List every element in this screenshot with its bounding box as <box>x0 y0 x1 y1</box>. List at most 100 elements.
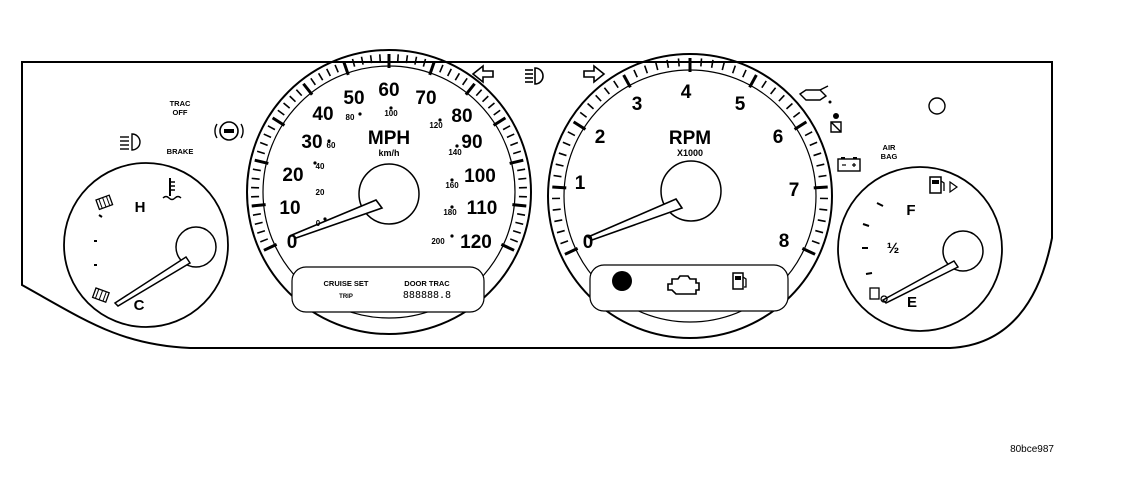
rpm-label-4: 4 <box>681 82 692 103</box>
gauge-tick <box>405 55 409 64</box>
kmh-label-40: 40 <box>316 162 325 171</box>
rpm-label-8: 8 <box>779 231 790 252</box>
mph-label-90: 90 <box>461 132 482 153</box>
kmh-label-0: 0 <box>316 219 321 228</box>
gauge-tick <box>515 221 524 225</box>
gauge-tick <box>560 240 569 245</box>
fuel-pump-icon <box>732 272 747 290</box>
kmh-dot <box>389 106 393 110</box>
fuel-full-icon <box>929 176 959 194</box>
cold-engine-icon <box>91 287 110 304</box>
mph-label-30: 30 <box>301 132 322 153</box>
headlamp-icon <box>120 133 141 151</box>
kmh-dot <box>450 234 454 238</box>
gauge-tick <box>603 87 610 95</box>
gauge-tick <box>325 68 332 77</box>
gauge-tick <box>481 95 489 103</box>
gauge-tick <box>254 158 269 165</box>
gauge-tick <box>254 221 263 225</box>
gauge-tick <box>267 125 276 131</box>
speedometer-hub <box>358 163 420 225</box>
gauge-tick <box>813 185 828 190</box>
kmh-label-80: 80 <box>346 113 355 122</box>
gauge-tick <box>263 243 278 252</box>
oil-pressure-icon <box>798 85 832 104</box>
gauge-tick <box>475 89 483 97</box>
mph-label-20: 20 <box>282 165 303 186</box>
mph-label-60: 60 <box>378 80 399 101</box>
gauge-tick <box>334 64 339 73</box>
gauge-tick <box>792 111 801 118</box>
gauge-tick <box>506 133 515 139</box>
trac-off-label-line2: OFF <box>173 108 188 117</box>
gauge-tick <box>252 168 261 172</box>
gauge-tick <box>493 109 501 116</box>
rpm-label-0: 0 <box>583 232 594 253</box>
odometer-value: 888888.8 <box>403 290 451 301</box>
gauge-tick <box>502 125 511 131</box>
kmh-label-160: 160 <box>445 181 459 190</box>
kmh-label-100: 100 <box>384 109 398 118</box>
gauge-tick <box>509 238 518 243</box>
gauge-tick <box>517 168 526 172</box>
gauge-tick <box>310 77 317 86</box>
air-bag-label-line1: AIR <box>883 143 897 152</box>
gauge-tick <box>731 65 737 74</box>
kmh-label-60: 60 <box>327 141 336 150</box>
gauge-tick <box>259 141 268 147</box>
speedometer-subtitle: km/h <box>378 148 399 158</box>
gauge-tick <box>700 58 703 67</box>
gauge-tick <box>815 229 824 234</box>
left-turn-arrow-icon <box>471 64 494 84</box>
kmh-dot <box>323 217 327 221</box>
gauge-tick <box>464 82 476 96</box>
gauge-tick <box>553 174 562 178</box>
gauge-tick <box>556 229 565 234</box>
cruise-set-label: CRUISE SET <box>323 279 368 288</box>
gauge-tick <box>518 177 527 180</box>
kmh-dot <box>438 118 442 122</box>
seatbelt-icon <box>830 113 842 133</box>
gauge-tick <box>500 243 515 252</box>
cluster-housing <box>21 61 1053 349</box>
kmh-label-200: 200 <box>431 237 445 246</box>
kmh-label-20: 20 <box>316 188 325 197</box>
gauge-tick <box>487 102 495 109</box>
gauge-tick <box>595 94 602 102</box>
gauge-tick <box>801 247 816 256</box>
gauge-tick <box>793 120 808 131</box>
gauge-tick <box>564 247 579 256</box>
gauge-tick <box>360 56 364 65</box>
tachometer-needle <box>586 198 684 241</box>
gauge-tick <box>517 213 526 216</box>
gauge-tick <box>572 120 587 131</box>
gauge-tick <box>804 131 813 137</box>
gauge-tick <box>289 95 297 103</box>
kmh-label-180: 180 <box>443 208 457 217</box>
gauge-tick <box>677 58 680 67</box>
gauge-tick <box>721 62 726 71</box>
gauge-tick <box>554 219 563 223</box>
gauge-tick <box>622 74 632 89</box>
trac-off-label-line1: TRAC <box>170 99 191 108</box>
gauge-tick <box>761 80 767 89</box>
gauge-tick <box>277 109 285 116</box>
mph-label-80: 80 <box>451 106 472 127</box>
gauge-tick <box>257 229 266 234</box>
odometer-display <box>291 266 485 313</box>
gauge-tick <box>509 158 524 165</box>
gauge-tick <box>492 116 507 127</box>
rpm-label-6: 6 <box>773 127 784 148</box>
gauge-tick <box>613 80 619 89</box>
gauge-tick <box>552 208 561 211</box>
abs-icon <box>214 121 244 141</box>
tachometer-outer-ring <box>547 53 833 339</box>
gauge-tick <box>283 102 291 109</box>
rpm-label-7: 7 <box>789 180 800 201</box>
gauge-tick <box>555 163 564 167</box>
gauge-tick <box>666 59 670 68</box>
speedometer: MPH km/h 0 10 20 30 40 50 60 70 80 90 10… <box>246 49 532 335</box>
mph-label-40: 40 <box>312 104 333 125</box>
speedometer-needle <box>290 199 384 239</box>
